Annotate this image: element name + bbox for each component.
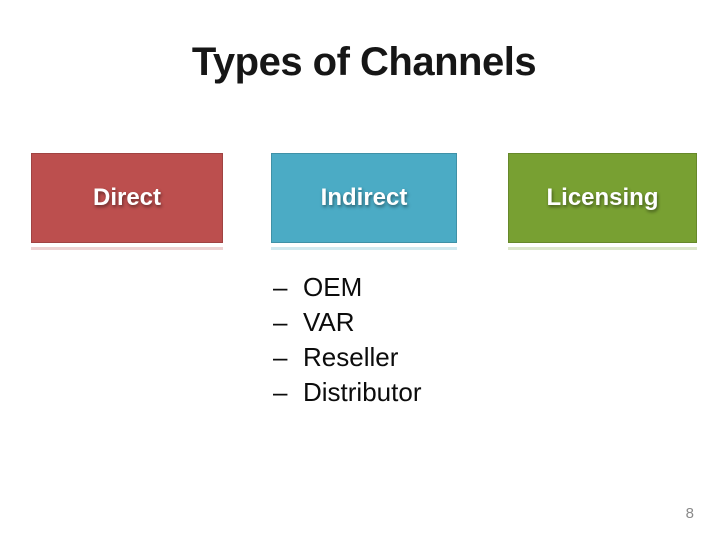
channel-box-indirect-label: Indirect [320, 184, 408, 211]
page-number: 8 [685, 505, 694, 522]
channel-box-direct: Direct [31, 153, 223, 243]
indirect-subtypes-list: – OEM – VAR – Reseller – Distributor [273, 270, 421, 410]
dash-bullet-marker: – [273, 377, 288, 407]
channel-box-licensing-label: Licensing [546, 184, 659, 211]
list-item-text: VAR [303, 307, 355, 337]
slide-title: Types of Channels [191, 40, 537, 84]
channel-box-licensing: Licensing [508, 153, 697, 243]
list-item-text: OEM [303, 272, 363, 302]
list-item-text: Distributor [303, 377, 422, 407]
channel-box-indirect: Indirect [271, 153, 457, 243]
list-item: – Distributor [273, 375, 421, 410]
dash-bullet-marker: – [273, 272, 288, 302]
list-item: – OEM [273, 270, 421, 305]
list-item: – Reseller [273, 340, 421, 375]
channel-box-direct-reflection [31, 247, 223, 250]
channel-box-direct-label: Direct [92, 184, 162, 211]
dash-bullet-marker: – [273, 342, 288, 372]
list-item: – VAR [273, 305, 421, 340]
channel-box-licensing-reflection [508, 247, 697, 250]
channel-box-indirect-reflection [271, 247, 457, 250]
dash-bullet-marker: – [273, 307, 288, 337]
list-item-text: Reseller [303, 342, 399, 372]
